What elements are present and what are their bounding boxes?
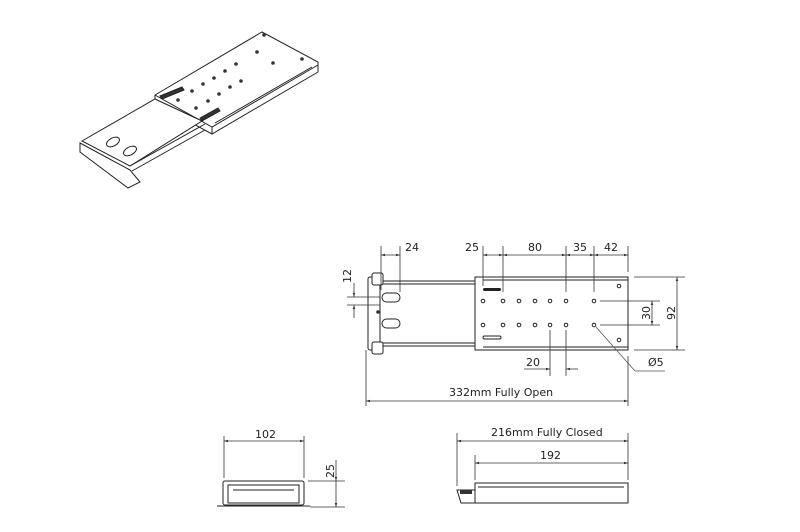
side-view xyxy=(456,433,629,504)
dim-20: 20 xyxy=(526,356,540,369)
plan-view xyxy=(347,246,685,406)
dim-35: 35 xyxy=(573,241,587,254)
isometric-view xyxy=(79,31,319,189)
iso-holes xyxy=(176,33,304,110)
dim-24: 24 xyxy=(405,241,419,254)
dim-42: 42 xyxy=(604,241,618,254)
dim-92: 92 xyxy=(665,306,678,320)
closed-length: 216mm Fully Closed xyxy=(491,426,603,439)
dim-width: 102 xyxy=(255,428,276,441)
hole-diameter: Ø5 xyxy=(648,356,664,369)
dim-30: 30 xyxy=(640,306,653,320)
front-view xyxy=(217,436,345,508)
dim-25: 25 xyxy=(465,241,479,254)
dim-height: 25 xyxy=(324,464,337,478)
body-length: 192 xyxy=(540,449,561,462)
dim-12: 12 xyxy=(341,269,354,283)
dim-80: 80 xyxy=(528,241,542,254)
mounting-holes xyxy=(480,283,622,343)
open-length: 332mm Fully Open xyxy=(449,386,553,399)
